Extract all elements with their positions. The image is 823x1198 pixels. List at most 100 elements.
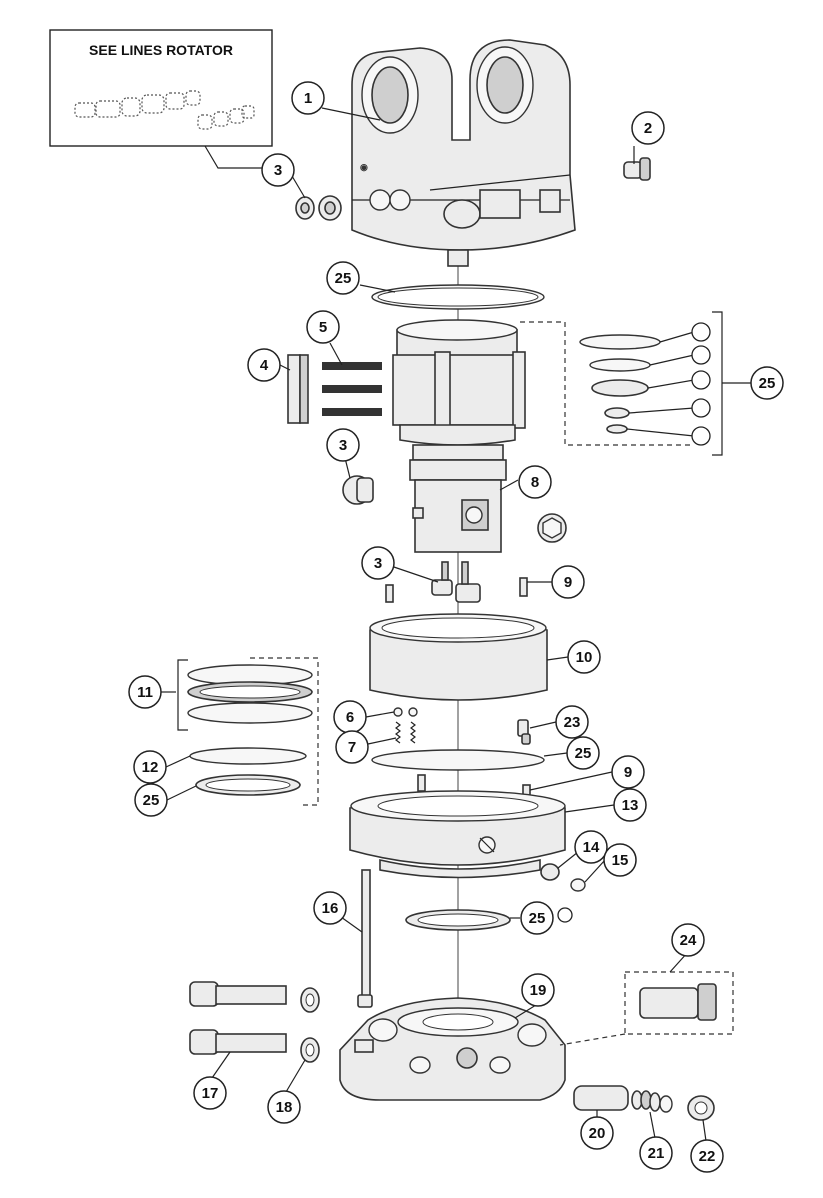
callout-20-label: 20 <box>589 1125 606 1142</box>
cartridge-24 <box>559 971 734 1046</box>
callout-13-label: 13 <box>622 797 639 814</box>
callout-3-lower: 3 <box>361 546 395 580</box>
plug-22 <box>687 1095 715 1121</box>
callout-8-label: 8 <box>531 474 539 491</box>
callout-14: 14 <box>574 830 608 864</box>
callout-22: 22 <box>690 1139 724 1173</box>
head-brand-plate: ◉ <box>360 162 368 172</box>
callout-24-label: 24 <box>680 932 697 949</box>
callout-7-label: 7 <box>348 739 356 756</box>
callout-17-label: 17 <box>202 1085 219 1102</box>
callout-17: 17 <box>193 1076 227 1110</box>
callouts: 1 2 3 25 5 4 25 3 8 3 9 10 11 6 23 7 25 … <box>128 81 784 1173</box>
callout-2: 2 <box>631 111 665 145</box>
spring-set-21 <box>631 1090 673 1113</box>
inset-title: SEE LINES ROTATOR <box>89 42 233 58</box>
callout-24: 24 <box>671 923 705 957</box>
seal-12 <box>189 747 307 765</box>
balls-6-springs-7 <box>393 707 418 744</box>
callout-9-lower: 9 <box>611 755 645 789</box>
callout-11-label: 11 <box>137 684 153 701</box>
fitting-3-mid <box>342 475 374 505</box>
callout-11: 11 <box>128 675 162 709</box>
callout-25-left: 25 <box>134 783 168 817</box>
ring-10 <box>369 613 548 701</box>
callout-25-lower: 25 <box>520 901 554 935</box>
callout-8: 8 <box>518 465 552 499</box>
callout-5: 5 <box>306 310 340 344</box>
callout-3-mid: 3 <box>326 428 360 462</box>
callout-4: 4 <box>247 348 281 382</box>
leader-lines <box>160 107 752 1142</box>
callout-9-lower-label: 9 <box>624 764 632 781</box>
springs-5 <box>322 362 382 416</box>
callout-25-mid: 25 <box>566 736 600 770</box>
callout-2-label: 2 <box>644 120 652 137</box>
callout-21: 21 <box>639 1136 673 1170</box>
callout-25-kit: 25 <box>750 366 784 400</box>
callout-16: 16 <box>313 891 347 925</box>
pin-9-left <box>385 584 394 603</box>
callout-9-upper: 9 <box>551 565 585 599</box>
callout-13: 13 <box>613 788 647 822</box>
fitting-3-top <box>295 195 342 221</box>
plug-8 <box>537 513 567 543</box>
callout-6-label: 6 <box>346 709 354 726</box>
callout-9-upper-label: 9 <box>564 574 572 591</box>
inset-fittings-illustration <box>74 90 255 130</box>
callout-25-upper-label: 25 <box>335 270 352 287</box>
seal-25-left-inner <box>205 778 291 792</box>
callout-3-top-label: 3 <box>274 162 282 179</box>
fitting-3-lower <box>431 561 481 603</box>
callout-1: 1 <box>291 81 325 115</box>
pin-9-right <box>519 577 528 597</box>
callout-7: 7 <box>335 730 369 764</box>
part-23 <box>517 719 531 745</box>
pin-9-lower-left <box>417 774 426 792</box>
callout-15-label: 15 <box>612 852 629 869</box>
callout-12-label: 12 <box>142 759 159 776</box>
inset-box: SEE LINES ROTATOR <box>49 29 273 147</box>
callout-18: 18 <box>267 1090 301 1124</box>
bearing-set-11 <box>177 657 319 806</box>
callout-3-mid-label: 3 <box>339 437 347 454</box>
seal-25-upper-inner <box>377 287 539 307</box>
callout-16-label: 16 <box>322 900 339 917</box>
seal-25-lower-inner <box>417 913 499 927</box>
shaft-8 <box>409 444 507 553</box>
callout-25-mid-label: 25 <box>575 745 592 762</box>
bolt-16 <box>357 869 373 1008</box>
callout-15: 15 <box>603 843 637 877</box>
bolts-17 <box>189 981 287 1055</box>
callout-23: 23 <box>555 705 589 739</box>
seal-kit-group <box>520 311 723 456</box>
housing-13 <box>349 790 566 879</box>
callout-12: 12 <box>133 750 167 784</box>
callout-21-label: 21 <box>648 1145 665 1162</box>
vanes-4 <box>287 354 309 424</box>
callout-19-label: 19 <box>530 982 547 999</box>
callout-25-kit-label: 25 <box>759 375 776 392</box>
callout-1-label: 1 <box>304 90 312 107</box>
part-14 <box>540 863 560 881</box>
callout-25-left-label: 25 <box>143 792 160 809</box>
rotor-housing <box>392 319 526 446</box>
callout-6: 6 <box>333 700 367 734</box>
washers-18 <box>300 987 320 1063</box>
callout-5-label: 5 <box>319 319 327 336</box>
rotator-head: ◉ <box>351 39 576 267</box>
fitting-2 <box>623 157 651 181</box>
cylinder-20 <box>573 1085 629 1111</box>
callout-25-lower-label: 25 <box>529 910 546 927</box>
callout-18-label: 18 <box>276 1099 293 1116</box>
callout-14-label: 14 <box>583 839 600 856</box>
callout-3-top: 3 <box>261 153 295 187</box>
seal-25-lower-icon <box>557 907 573 923</box>
callout-10-label: 10 <box>576 649 593 666</box>
callout-23-label: 23 <box>564 714 581 731</box>
callout-20: 20 <box>580 1116 614 1150</box>
part-15 <box>570 878 586 892</box>
callout-10: 10 <box>567 640 601 674</box>
callout-25-upper: 25 <box>326 261 360 295</box>
